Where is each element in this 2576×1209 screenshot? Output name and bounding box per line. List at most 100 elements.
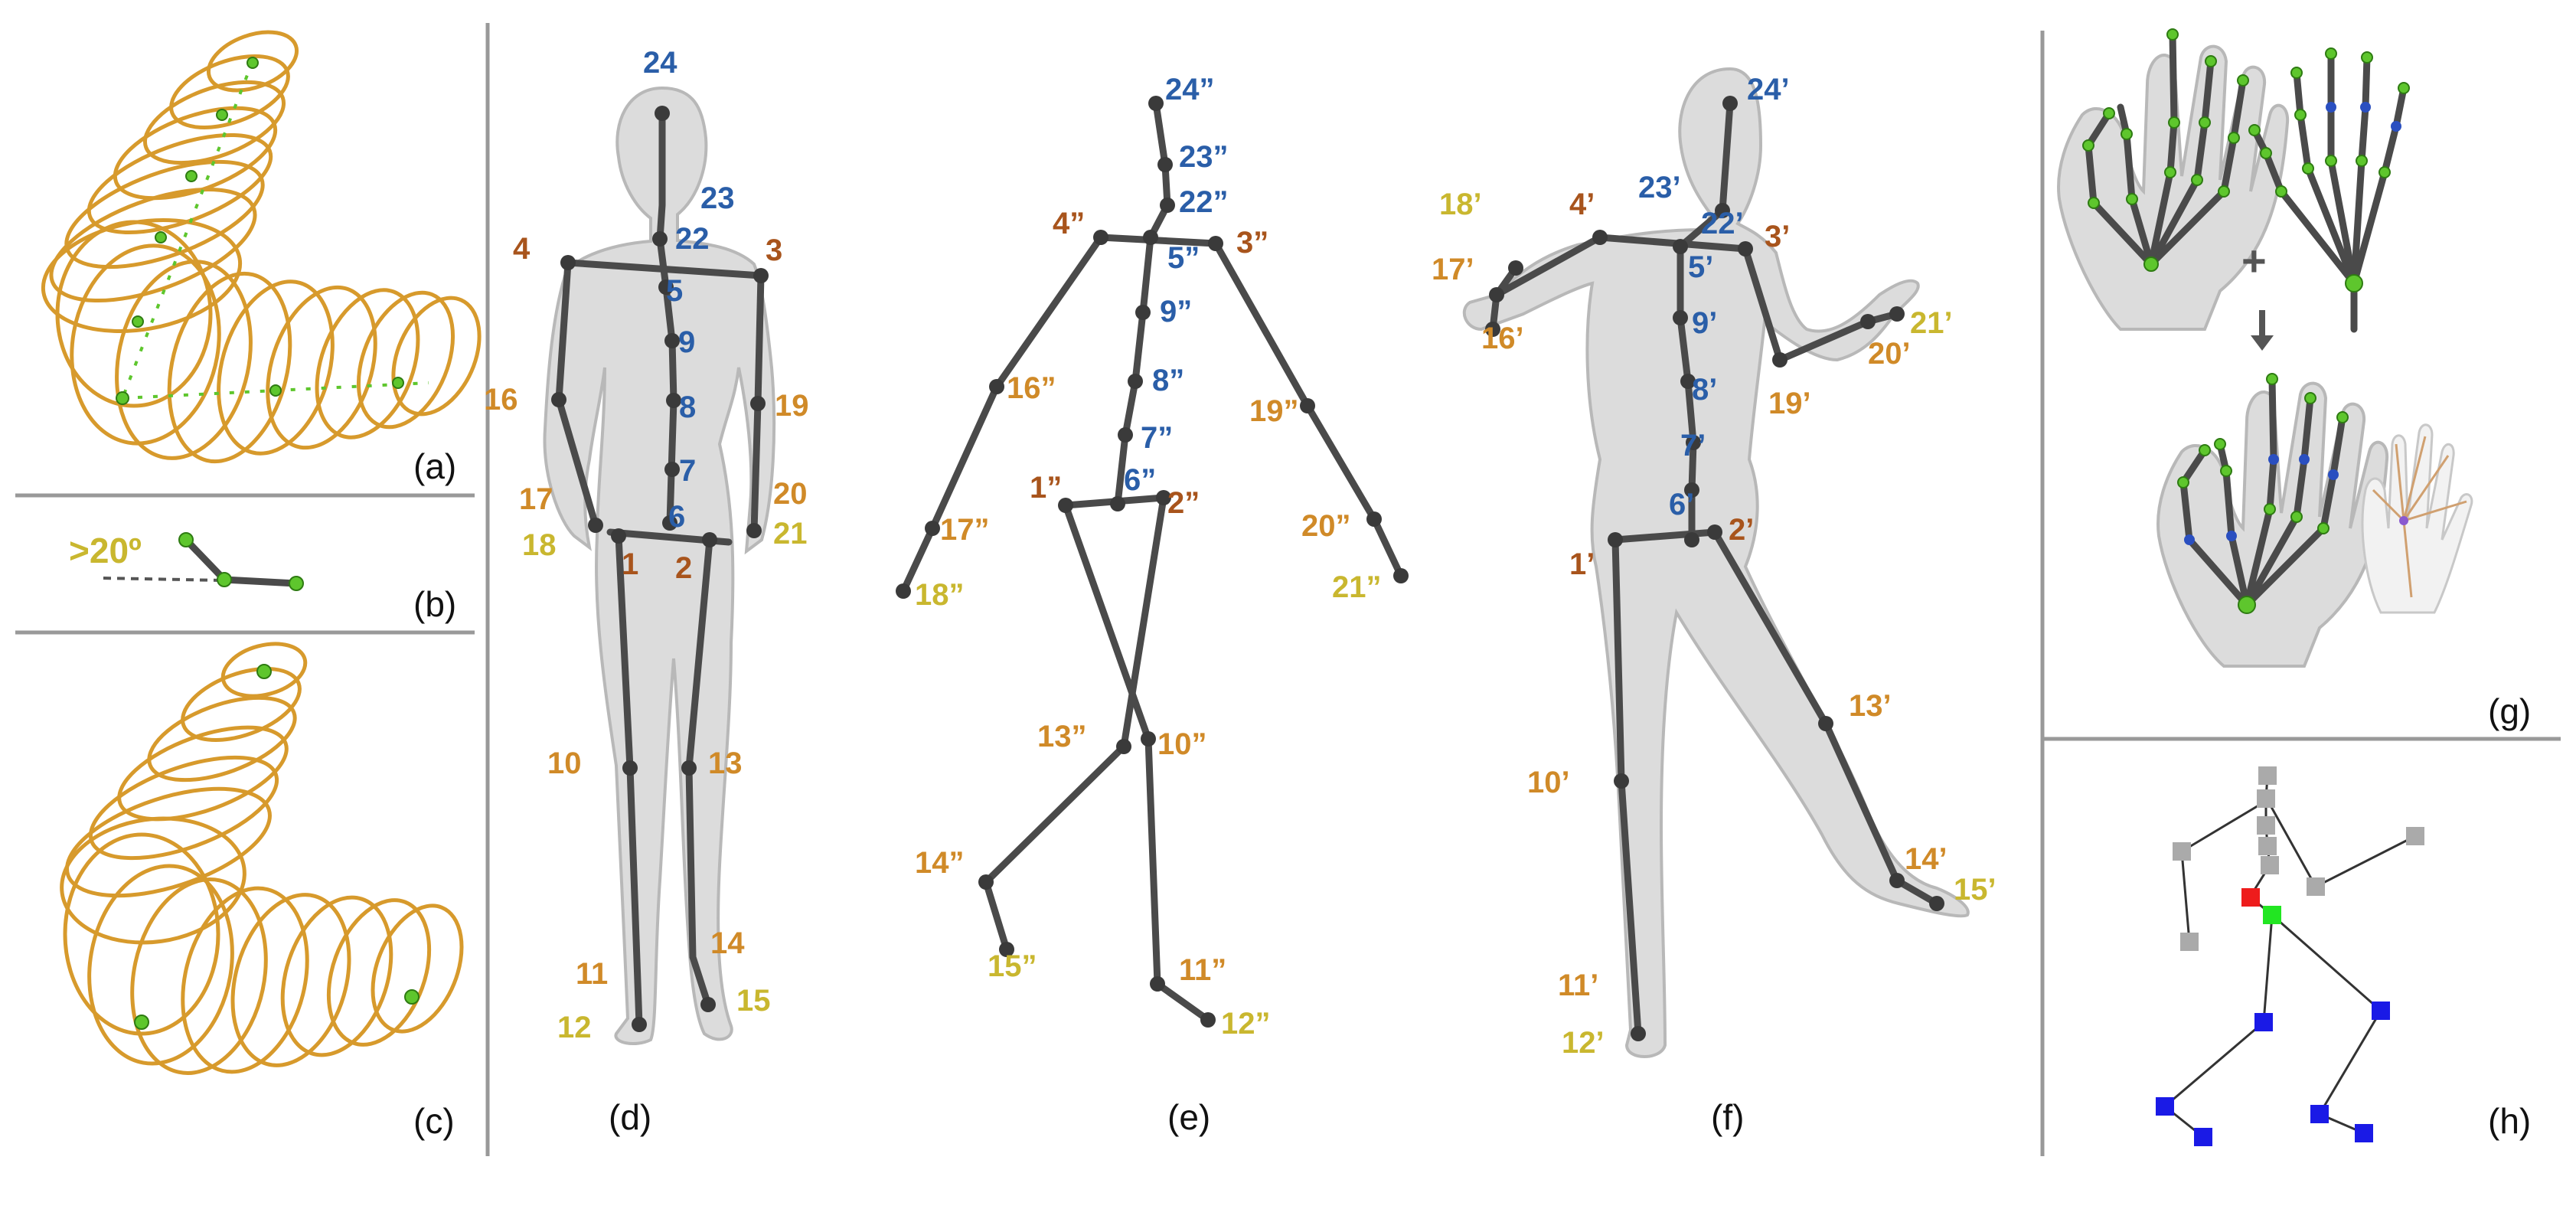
caption-d: (d)	[609, 1097, 651, 1137]
joint-label-e-19: 19”	[1249, 394, 1299, 428]
spring-a-node	[132, 315, 144, 328]
spring-c-node-top	[256, 664, 272, 679]
joint-label-d-8: 8	[679, 390, 696, 424]
spring-a-node	[155, 231, 167, 243]
joint-label-d-9: 9	[678, 325, 695, 359]
joint-label-f-2: 2’	[1729, 513, 1754, 547]
panel-c-spring	[60, 642, 464, 1075]
joint-label-d-15: 15	[736, 984, 771, 1018]
joint-label-d-21: 21	[773, 517, 808, 551]
joint-label-d-12: 12	[557, 1011, 592, 1044]
angle-joint-end	[289, 576, 304, 591]
root-joint-marker	[2241, 888, 2260, 907]
spring-a-node-corner	[116, 391, 129, 405]
joint-label-d-16: 16	[484, 383, 518, 417]
joint-label-f-7: 7’	[1680, 429, 1706, 462]
joint-label-d-24: 24	[643, 46, 677, 80]
joint-label-f-3: 3’	[1765, 220, 1790, 253]
spring-a-node	[216, 109, 228, 121]
joint-label-f-21: 21’	[1910, 306, 1953, 340]
caption-g: (g)	[2488, 691, 2531, 731]
joint-label-d-17: 17	[519, 482, 553, 516]
joint-label-e-18: 18”	[915, 578, 965, 612]
joint-label-e-9: 9”	[1160, 295, 1192, 328]
spring-a-node-top	[246, 57, 259, 69]
panel-d-model	[543, 86, 776, 1046]
joint-label-e-4: 4”	[1053, 207, 1085, 240]
panel-b-angle: >20º	[69, 531, 304, 591]
joint-label-f-10: 10’	[1527, 766, 1570, 799]
joint-label-e-7: 7”	[1141, 421, 1173, 455]
panel-e-labels: 24” 23” 22” 4” 3” 5” 9” 8” 7” 6” 16” 19”…	[915, 73, 1382, 1041]
angle-threshold-label: >20º	[69, 531, 142, 570]
panel-f-labels: 24’ 23’ 22’ 18’ 4’ 17’ 3’ 5’ 16’ 9’ 21’ …	[1432, 73, 1996, 1060]
joint-label-f-24: 24’	[1747, 73, 1790, 106]
caption-b: (b)	[413, 584, 456, 624]
joint-label-d-11: 11	[576, 957, 608, 991]
arrow-down-icon	[2251, 310, 2274, 351]
plus-sign: +	[2241, 237, 2267, 285]
joint-label-f-11: 11’	[1558, 969, 1598, 1002]
panel-g-hands: +	[2057, 28, 2473, 668]
joint-label-d-5: 5	[666, 274, 683, 308]
body-silhouette-f	[1462, 67, 1970, 1058]
hand-fitted-bottom-left	[2156, 373, 2389, 668]
joint-label-e-13: 13”	[1037, 720, 1087, 753]
joint-label-d-6: 6	[668, 500, 685, 534]
caption-h: (h)	[2488, 1101, 2531, 1141]
joint-label-d-19: 19	[775, 389, 809, 423]
hand-model-top-left	[2057, 28, 2290, 331]
joint-label-f-13: 13’	[1849, 689, 1892, 723]
joint-label-d-20: 20	[773, 477, 808, 511]
joint-label-e-16: 16”	[1007, 371, 1056, 405]
angle-joint-vertex	[217, 572, 232, 587]
caption-e: (e)	[1167, 1097, 1210, 1137]
pelvis-joint-marker	[2263, 906, 2281, 924]
joint-label-f-15: 15’	[1954, 873, 1996, 907]
joint-label-e-15: 15”	[988, 949, 1037, 983]
joint-label-e-5: 5”	[1167, 241, 1200, 275]
hand-translucent-bottom-right	[2361, 423, 2473, 614]
panel-h-skeleton	[2156, 766, 2424, 1146]
spring-c-node-corner	[134, 1015, 149, 1030]
joint-label-f-4: 4’	[1569, 188, 1595, 221]
joint-label-f-14: 14’	[1905, 842, 1948, 876]
joint-label-e-12: 12”	[1221, 1007, 1271, 1041]
joint-label-e-20: 20”	[1301, 509, 1351, 543]
joint-label-f-19: 19’	[1768, 387, 1811, 420]
joint-label-f-23: 23’	[1638, 171, 1681, 204]
joint-label-e-23: 23”	[1179, 140, 1229, 174]
joint-label-e-14: 14”	[915, 846, 965, 880]
joint-label-e-1: 1”	[1030, 471, 1062, 505]
joint-label-e-21: 21”	[1332, 570, 1382, 604]
joint-label-f-16: 16’	[1481, 322, 1524, 355]
joint-label-f-6: 6’	[1669, 488, 1694, 521]
caption-f: (f)	[1711, 1097, 1744, 1137]
panel-dividers	[15, 23, 2561, 1156]
caption-a: (a)	[413, 446, 456, 486]
joint-label-d-14: 14	[710, 926, 745, 960]
joint-label-e-3: 3”	[1236, 226, 1268, 260]
spring-a-node-end	[392, 377, 404, 389]
joint-label-f-5: 5’	[1688, 250, 1713, 284]
caption-c: (c)	[413, 1101, 455, 1141]
joint-label-d-4: 4	[513, 232, 531, 266]
joint-label-e-10: 10”	[1157, 727, 1207, 761]
joint-label-e-22: 22”	[1179, 185, 1229, 219]
hand-skeleton-top-right	[2248, 47, 2410, 333]
panel-d-labels: 24 23 22 4 3 5 9 8 7 6 16 19 17 18 20 21…	[484, 46, 809, 1044]
panel-f-model	[1462, 67, 1970, 1058]
body-silhouette-d	[543, 86, 776, 1046]
spring-c-node-end	[404, 989, 420, 1005]
panel-e-skeleton	[896, 96, 1409, 1028]
joint-label-f-8: 8’	[1692, 373, 1717, 407]
joint-label-d-2: 2	[675, 551, 692, 585]
joint-label-d-23: 23	[700, 181, 735, 215]
joint-label-d-13: 13	[708, 747, 743, 780]
joint-label-f-20: 20’	[1868, 337, 1911, 371]
joint-label-e-11: 11”	[1179, 953, 1226, 987]
joint-label-f-17: 17’	[1432, 253, 1474, 286]
joint-label-f-12: 12’	[1562, 1026, 1605, 1060]
spring-a-node	[185, 170, 198, 182]
